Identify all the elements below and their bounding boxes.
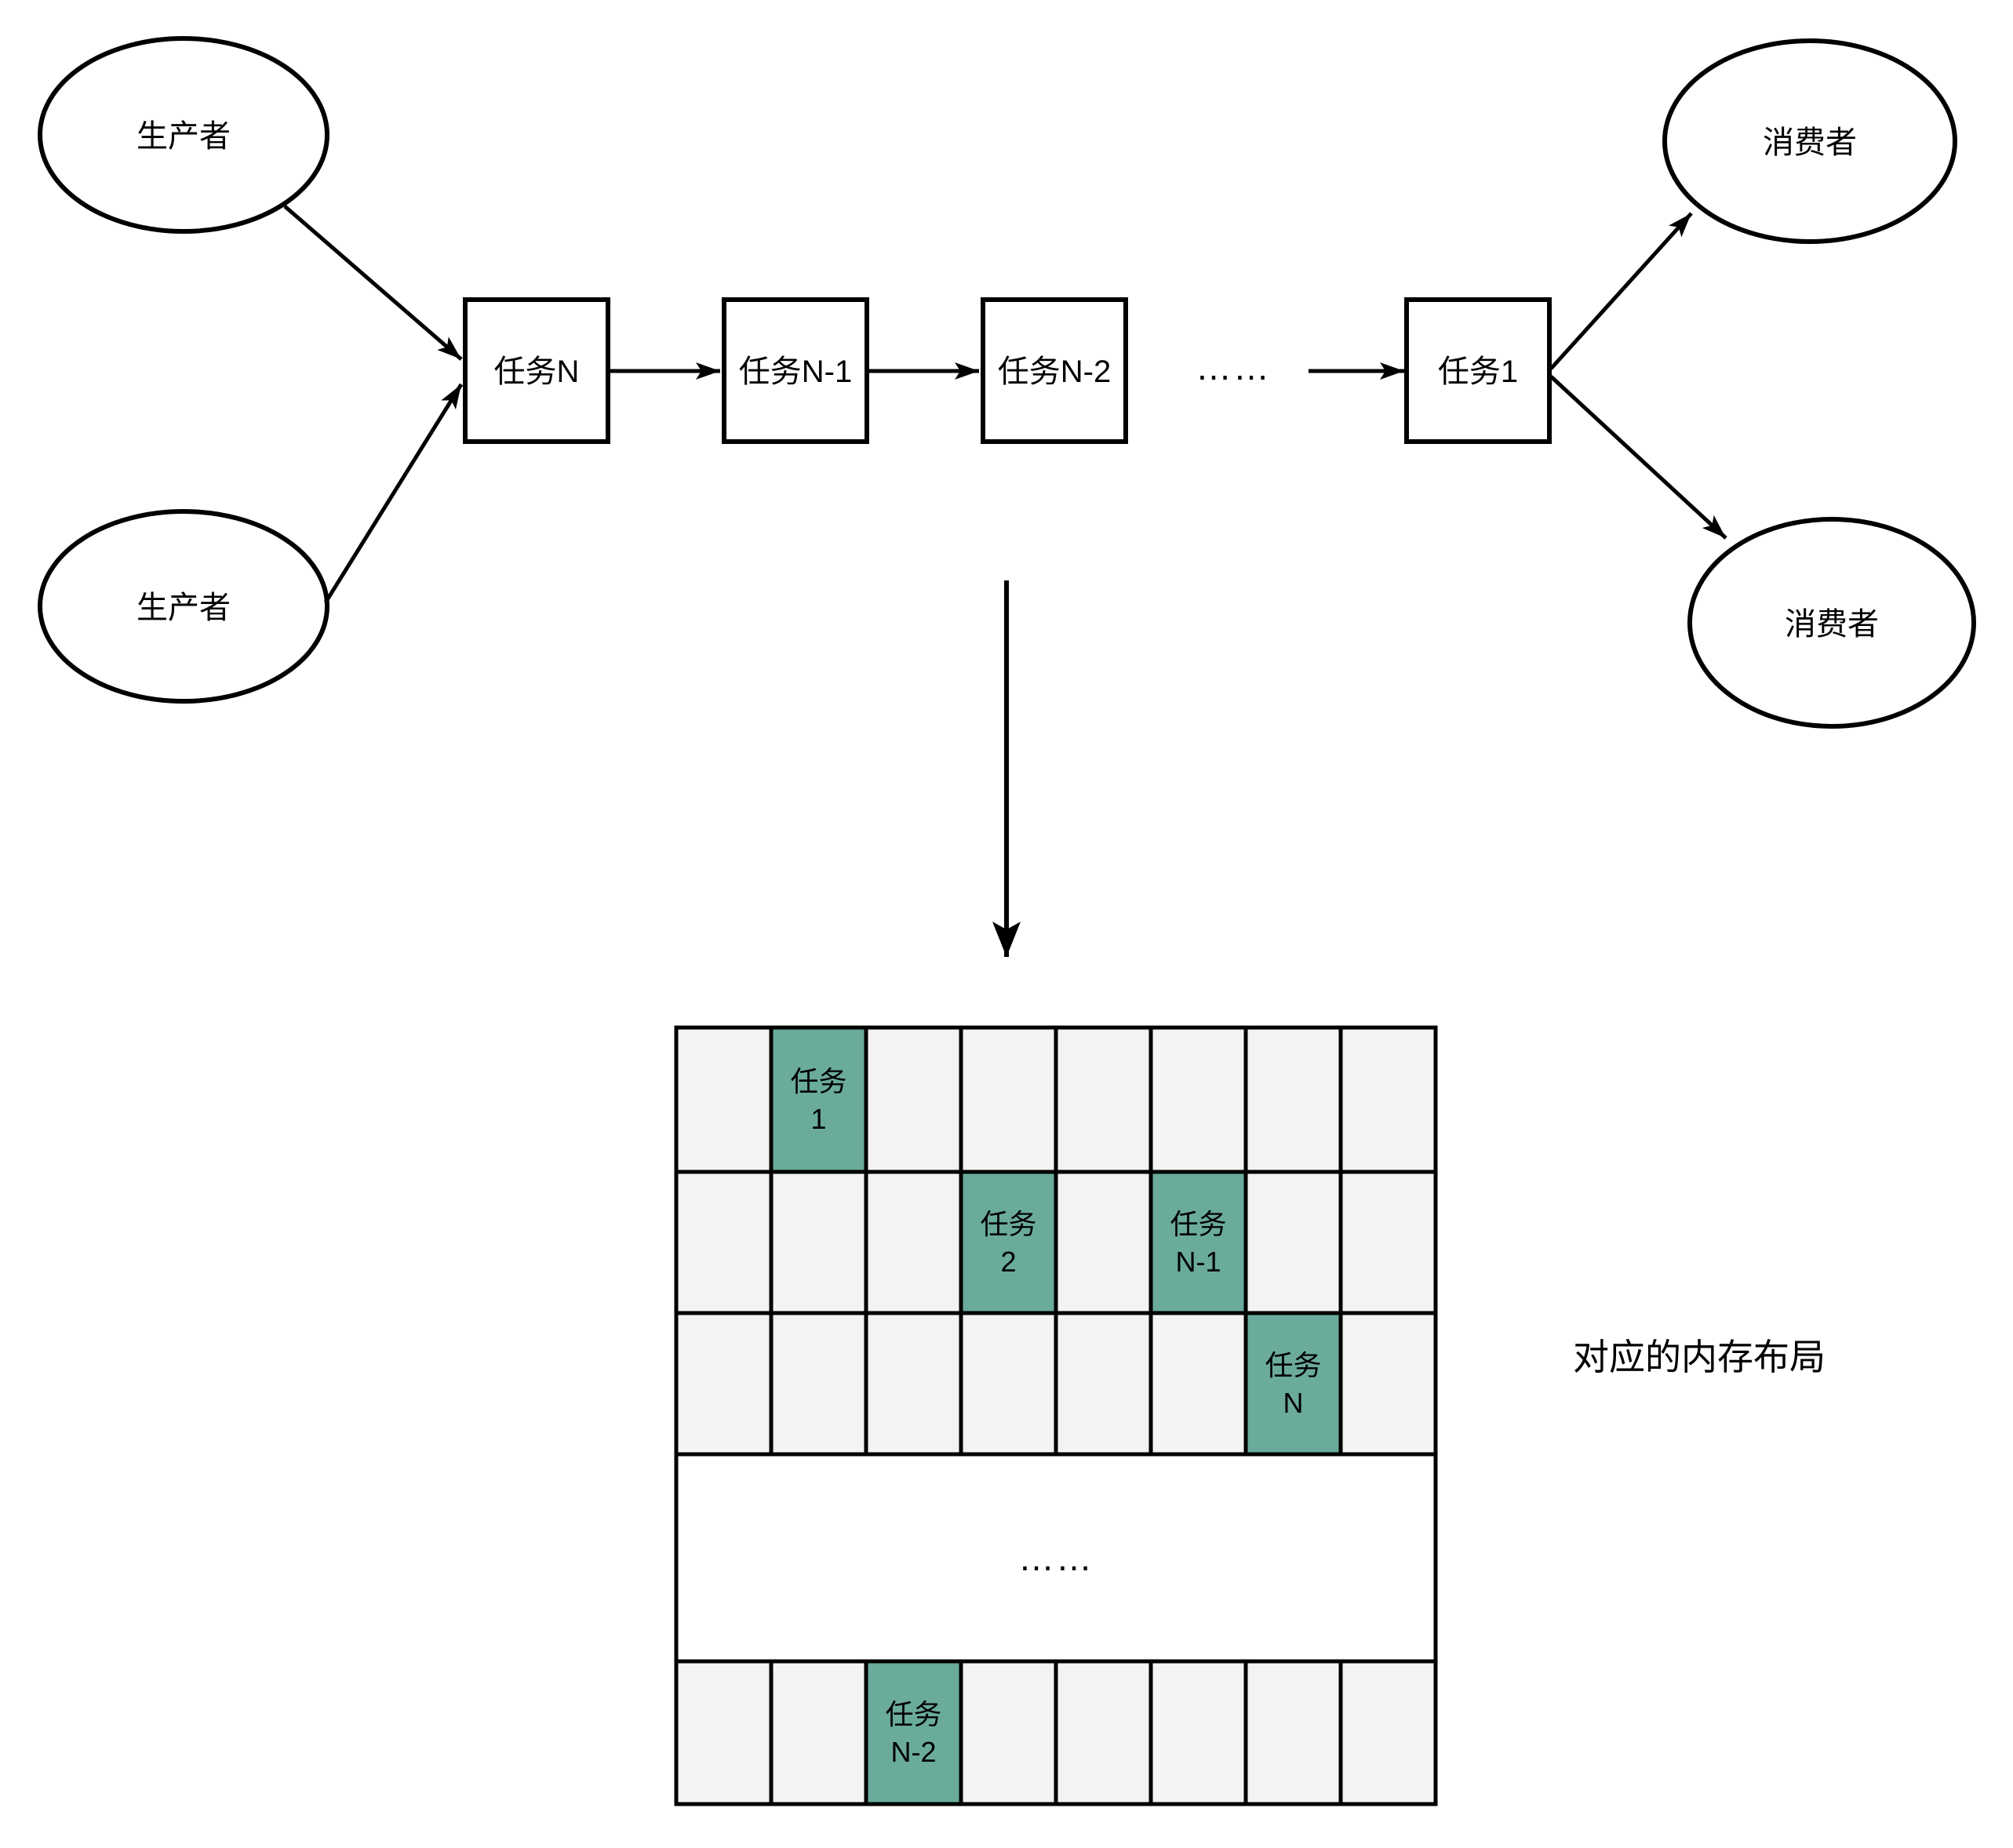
producer-ellipse-top	[38, 36, 329, 234]
memory-cell	[769, 1170, 868, 1315]
memory-cell	[959, 1311, 1058, 1457]
memory-cell	[1148, 1025, 1248, 1174]
memory-cell	[1243, 1025, 1343, 1174]
memory-cell	[769, 1311, 868, 1457]
task-box-label: 任务N-2	[998, 355, 1111, 389]
memory-cell	[1054, 1659, 1153, 1806]
memory-cell	[1338, 1025, 1438, 1174]
memory-ellipsis-label: ……	[1018, 1537, 1094, 1578]
memory-cell	[864, 1170, 963, 1315]
memory-cell	[1338, 1170, 1438, 1315]
memory-cell	[1148, 1659, 1248, 1806]
memory-cell-highlight	[1148, 1170, 1248, 1315]
memory-cell	[769, 1659, 868, 1806]
memory-cell-highlight	[864, 1659, 963, 1806]
consumer-ellipse-top	[1662, 38, 1957, 244]
memory-cell	[959, 1659, 1058, 1806]
memory-layout-side-label: 对应的内存布局	[1573, 1337, 1826, 1377]
arrow-task1-to-consumer-top	[1549, 212, 1693, 370]
task-box-label: 任务N-1	[739, 355, 852, 389]
arrow-producer-bottom-to-taskN	[323, 383, 464, 604]
memory-cell	[674, 1659, 774, 1806]
memory-cell	[1054, 1311, 1153, 1457]
consumer-label: 消费者	[1785, 607, 1879, 642]
memory-cell-highlight	[959, 1170, 1058, 1315]
chain-ellipsis: ……	[1196, 347, 1271, 387]
task-box-label: 任务1	[1438, 355, 1518, 389]
task-box-n-1	[722, 297, 869, 444]
memory-cell	[674, 1311, 774, 1457]
producer-label: 生产者	[137, 591, 231, 625]
memory-cell	[1054, 1170, 1153, 1315]
memory-cell	[1054, 1025, 1153, 1174]
memory-cell	[864, 1025, 963, 1174]
memory-ellipsis-row	[674, 1452, 1438, 1664]
memory-cell	[674, 1025, 774, 1174]
memory-cell-highlight	[769, 1025, 868, 1174]
consumer-ellipse-bottom	[1687, 517, 1976, 729]
memory-cell	[959, 1025, 1058, 1174]
memory-cell	[1338, 1311, 1438, 1457]
memory-cell	[1243, 1170, 1343, 1315]
task-box-n-2	[981, 297, 1128, 444]
memory-cell-highlight	[1243, 1311, 1343, 1457]
task-box-label: 任务N	[494, 355, 580, 389]
task-box-n	[463, 297, 610, 444]
memory-cell	[1243, 1659, 1343, 1806]
memory-cell	[1148, 1311, 1248, 1457]
task-box-1	[1404, 297, 1552, 444]
producer-label: 生产者	[137, 119, 231, 154]
memory-cell	[674, 1170, 774, 1315]
arrow-producer-top-to-taskN	[283, 205, 463, 361]
memory-cell	[1338, 1659, 1438, 1806]
producer-ellipse-bottom	[38, 509, 329, 704]
memory-cell	[864, 1311, 963, 1457]
arrow-task1-to-consumer-bottom	[1549, 375, 1727, 540]
consumer-label: 消费者	[1763, 126, 1857, 160]
